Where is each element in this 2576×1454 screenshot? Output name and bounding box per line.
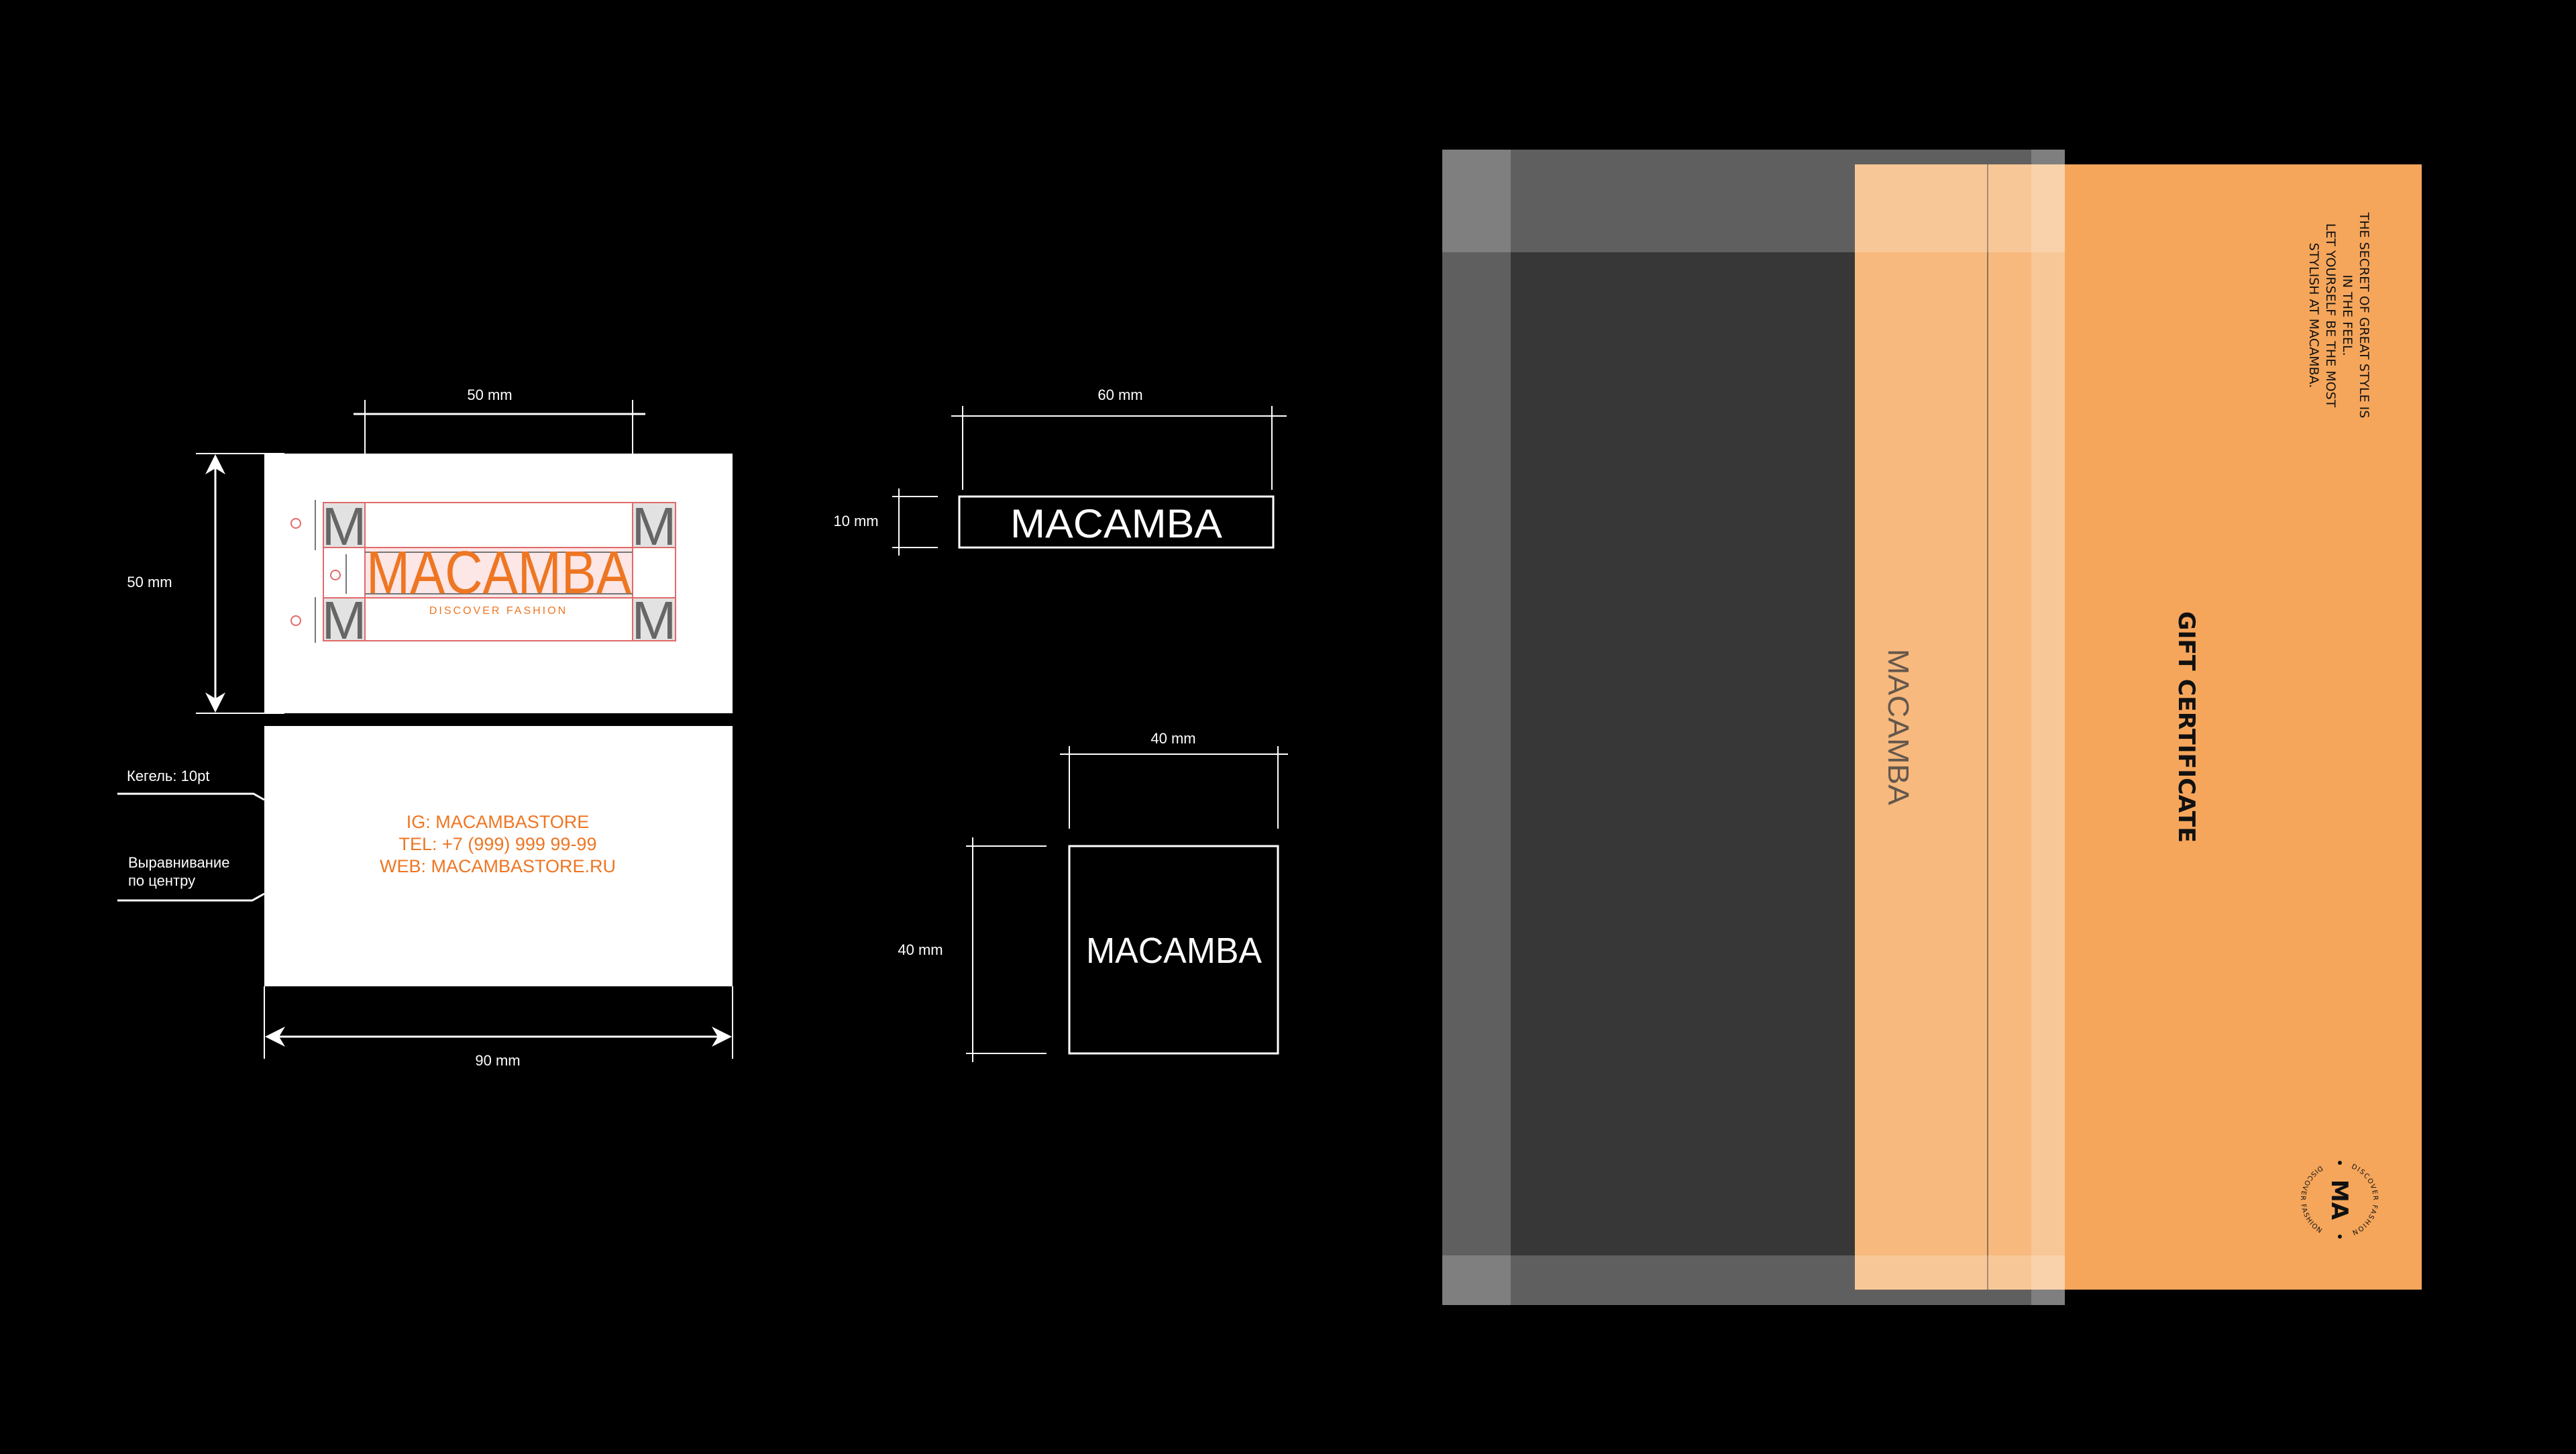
certificate-card [1855, 164, 2422, 1290]
tag-logo: MACAMBA [1010, 501, 1222, 546]
contact-web: WEB: MACAMBASTORE.RU [380, 856, 616, 876]
clearspace-markers [290, 500, 347, 643]
dim-label: 50 mm [127, 574, 172, 590]
logo-tagline: DISCOVER FASHION [429, 605, 568, 617]
square-logo: MACAMBA [1086, 931, 1262, 971]
gift-certificate: MACAMBA GIFT CERTIFICATE THE SECRET OF G… [1442, 150, 2422, 1305]
dim-label: 90 mm [475, 1052, 520, 1069]
guide-letter-m: M [322, 590, 367, 650]
annotation-label: Кегель: 10pt [127, 768, 209, 784]
contact-phone: TEL: +7 (999) 999 99-99 [399, 834, 597, 854]
annotation-font-size: Кегель: 10pt [117, 768, 265, 801]
quote-line: STYLISH AT MACAMBA. [2306, 243, 2321, 388]
envelope-sleeve [1442, 150, 2065, 1305]
dim-label: 40 mm [898, 941, 943, 958]
certificate-title: GIFT CERTIFICATE [2173, 611, 2200, 843]
business-card-back: IG: MACAMBASTORE TEL: +7 (999) 999 99-99… [264, 726, 733, 986]
contact-instagram: IG: MACAMBASTORE [407, 812, 590, 832]
annotation-label: по центру [128, 872, 195, 889]
dim-label: 10 mm [833, 513, 878, 529]
quote-line: LET YOURSELF BE THE MOST [2323, 223, 2338, 408]
certificate-quote: THE SECRET OF GREAT STYLE IS IN THE FEEL… [2306, 212, 2371, 419]
business-card-front: M M M M MACAMBA DISCOVER FASHION [264, 454, 733, 713]
seal-monogram: MA [2326, 1180, 2353, 1221]
quote-line: IN THE FEEL. [2340, 274, 2355, 356]
annotation-alignment: Выравнивание по центру [117, 854, 265, 902]
logo-safe-zone [365, 548, 633, 598]
guide-letter-m: M [322, 497, 367, 556]
flap-logo: MACAMBA [1882, 649, 1915, 806]
dimension-back-width: 90 mm [264, 986, 733, 1069]
dimension-front-height: 50 mm [127, 453, 284, 714]
dimension-front-width: 50 mm [354, 386, 645, 454]
dim-label: 40 mm [1150, 730, 1195, 747]
logo-wordmark: MACAMBA [366, 539, 631, 607]
dim-label: 50 mm [467, 386, 512, 403]
guide-letter-m: M [632, 497, 677, 556]
annotation-label: Выравнивание [128, 854, 229, 871]
label-tag: MACAMBA 60 mm 10 mm [833, 386, 1287, 556]
quote-line: THE SECRET OF GREAT STYLE IS [2357, 212, 2371, 419]
dim-label: 60 mm [1097, 386, 1142, 403]
square-label: MACAMBA 40 mm 40 mm [898, 730, 1288, 1062]
guide-letter-m: M [632, 590, 677, 650]
